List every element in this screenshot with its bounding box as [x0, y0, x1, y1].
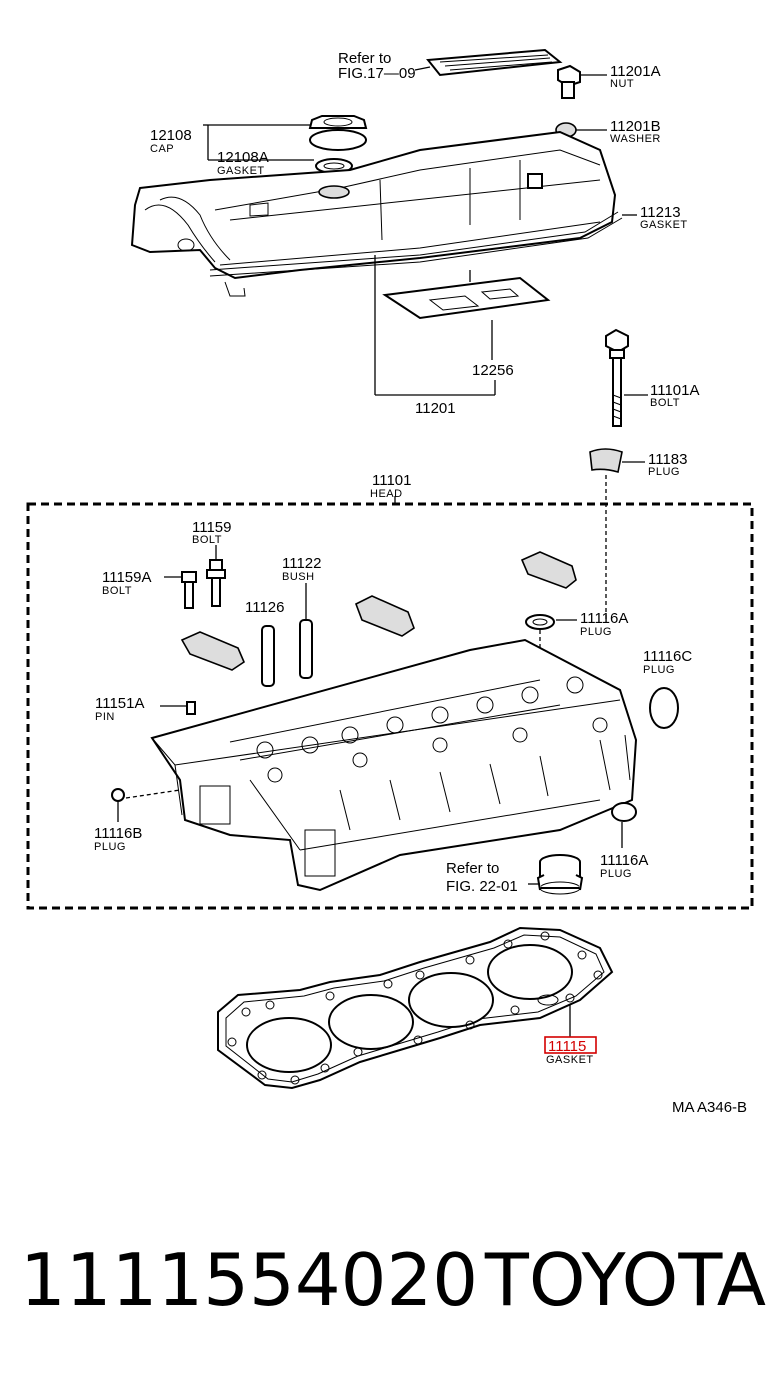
- bolt-11159: [206, 559, 226, 607]
- plug-11183: [589, 448, 623, 474]
- camshaft-cap: [520, 551, 577, 589]
- cylinder-head-11101: [150, 638, 638, 892]
- callout-11115: 11115: [548, 1038, 586, 1055]
- refer-label-top-line1: Refer to: [338, 50, 391, 67]
- callout-11151a-sub: PIN: [95, 711, 115, 723]
- camshaft-cap: [180, 631, 245, 671]
- callout-12108: 12108: [150, 127, 192, 144]
- head-gasket-11115: [217, 926, 614, 1090]
- callout-11183-sub: PLUG: [648, 466, 680, 478]
- brand-name: TOYOTA: [484, 1238, 766, 1322]
- plug-11116a-top: [525, 614, 555, 630]
- plug-11116c: [649, 687, 679, 729]
- diagram-code: MA A346-B: [672, 1099, 747, 1116]
- bush-11126: [261, 625, 275, 687]
- refer-label-mid-line1: Refer to: [446, 860, 499, 877]
- callout-11151a: 11151A: [95, 695, 145, 712]
- callout-12108a-sub: GASKET: [217, 165, 265, 177]
- baffle-plate-12256: [382, 276, 551, 320]
- callout-11101a-sub: BOLT: [650, 397, 680, 409]
- callout-11201: 11201: [415, 400, 456, 417]
- callout-11115-sub: GASKET: [546, 1054, 594, 1066]
- callout-11116a-bottom-sub: PLUG: [600, 868, 632, 880]
- refer-label-top-line2: FIG.17—09: [338, 65, 416, 82]
- callout-11116c-sub: PLUG: [643, 664, 675, 676]
- callout-11126: 11126: [245, 599, 285, 616]
- callout-11201a-sub: NUT: [610, 78, 634, 90]
- head-group-box: [26, 502, 754, 910]
- callout-11101-sub: HEAD: [370, 488, 403, 500]
- head-bolt-11101a: [605, 328, 629, 427]
- callout-11201b: 11201B: [610, 118, 661, 135]
- part-number: 1111554020: [20, 1238, 479, 1322]
- plug-11116a-bottom: [611, 802, 637, 822]
- callout-11115-highlight: [544, 1036, 597, 1054]
- callout-11116a-top-sub: PLUG: [580, 626, 612, 638]
- bolt-11159a: [181, 571, 197, 609]
- callout-11116a-top: 11116A: [580, 610, 628, 627]
- oil-baffle-plate: [426, 48, 563, 77]
- callout-11122-sub: BUSH: [282, 571, 315, 583]
- callout-11122: 11122: [282, 555, 322, 572]
- pin-11151a: [186, 701, 196, 715]
- callout-11213: 11213: [640, 204, 681, 221]
- callout-11101a: 11101A: [650, 382, 700, 399]
- valve-cover-gasket-11213: [209, 211, 623, 297]
- oil-filler-cap: [308, 115, 368, 151]
- bush-11122: [299, 619, 313, 679]
- callout-12256: 12256: [472, 362, 514, 379]
- callout-11116c: 11116C: [643, 648, 692, 665]
- valve-cover-11201: [130, 130, 617, 280]
- callout-11159: 11159: [192, 519, 232, 536]
- callout-11159a-sub: BOLT: [102, 585, 132, 597]
- callout-12108a: 12108A: [217, 149, 269, 166]
- callout-11201b-sub: WASHER: [610, 133, 661, 145]
- refer-label-mid-line2: FIG. 22-01: [446, 878, 518, 895]
- callout-11183: 11183: [648, 451, 688, 468]
- callout-11116b: 11116B: [94, 825, 142, 842]
- callout-11213-sub: GASKET: [640, 219, 688, 231]
- callout-11159a: 11159A: [102, 569, 152, 586]
- callout-11201a: 11201A: [610, 63, 661, 80]
- nut-11201a: [557, 64, 581, 99]
- callout-12108-sub: CAP: [150, 143, 174, 155]
- callout-11159-sub: BOLT: [192, 534, 222, 546]
- callout-11116b-sub: PLUG: [94, 841, 126, 853]
- camshaft-cap: [354, 595, 415, 637]
- plug-11116b: [111, 788, 125, 802]
- water-outlet-fitting: [536, 854, 584, 895]
- callout-11101: 11101: [372, 472, 412, 489]
- part-title-bar: 1111554020 TOYOTA: [0, 1230, 784, 1340]
- parts-diagram: Refer to FIG.17—09 11201A NUT 11201B WAS…: [26, 48, 754, 1116]
- callout-11116a-bottom: 11116A: [600, 852, 648, 869]
